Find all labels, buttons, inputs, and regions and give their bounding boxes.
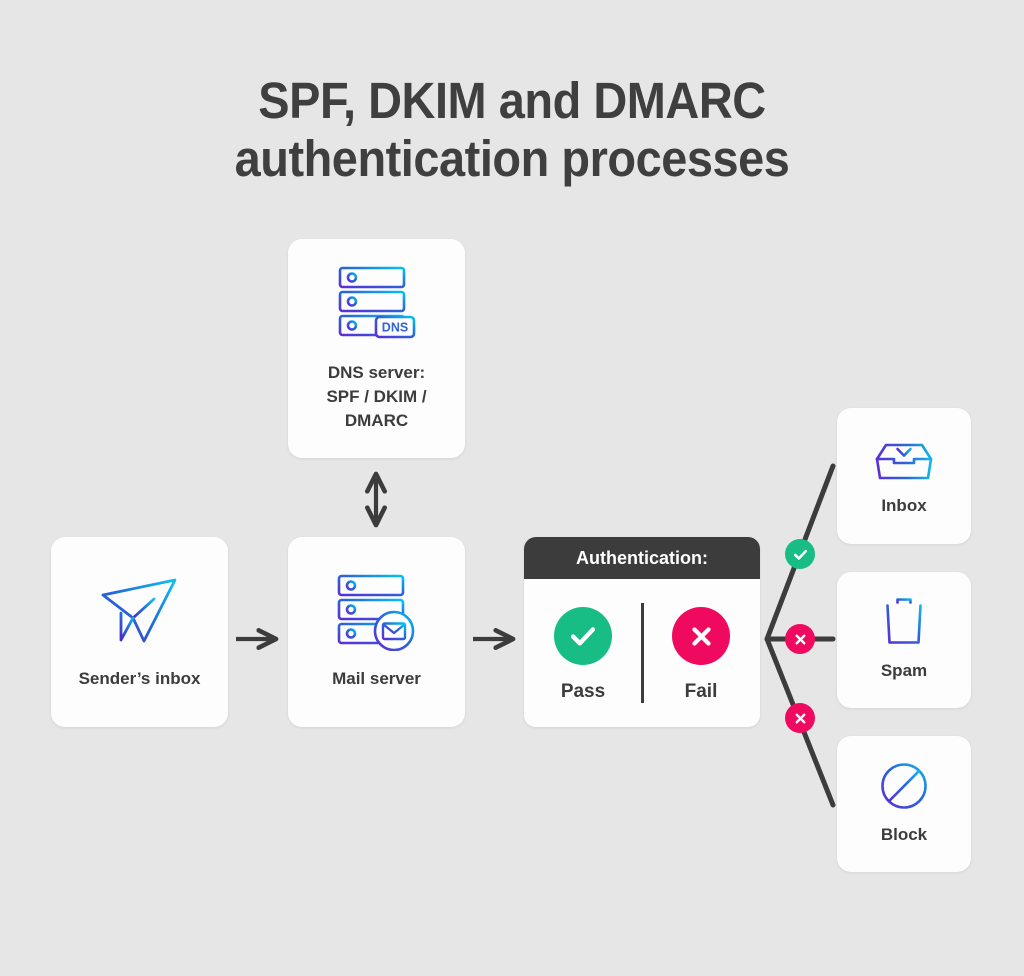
paper-plane-icon-wrap: [99, 573, 181, 649]
mail-server-icon-wrap: [334, 573, 420, 651]
envelope-badge: [373, 610, 414, 651]
block-circle-slash-icon-wrap: [879, 761, 929, 811]
node-label-dns-server: DNS server: SPF / DKIM / DMARC: [326, 362, 427, 430]
node-card-dns-server[interactable]: DNS DNS server: SPF / DKIM / DMARC: [288, 239, 465, 458]
authentication-panel-body: Pass Fail: [524, 579, 760, 727]
inbox-tray-icon: [875, 434, 933, 480]
mail-server-icon: [337, 574, 414, 651]
cross-icon: [795, 634, 805, 644]
branch-badge-block-fail: [785, 703, 815, 733]
node-card-inbox[interactable]: Inbox: [837, 408, 971, 544]
auth-result-fail[interactable]: Fail: [642, 579, 760, 727]
page-title: SPF, DKIM and DMARC authentication proce…: [234, 72, 790, 187]
fail-label: Fail: [684, 681, 718, 702]
branch-badge-inbox-pass: [785, 539, 815, 569]
paper-plane-icon: [101, 578, 176, 643]
branch-badge-spam-fail: [785, 624, 815, 654]
node-label-inbox: Inbox: [881, 496, 927, 515]
node-label-senders-inbox: Sender’s inbox: [78, 669, 201, 688]
check-icon: [793, 549, 807, 560]
dns-badge: DNS: [374, 315, 415, 338]
node-card-block[interactable]: Block: [837, 736, 971, 872]
cross-icon: [691, 626, 711, 646]
inbox-tray-icon-wrap: [873, 434, 935, 482]
cross-icon: [795, 713, 805, 723]
node-label-block: Block: [880, 825, 928, 844]
trash-can-icon-wrap: [879, 597, 929, 647]
dns-server-icon: DNS: [338, 266, 415, 338]
node-card-spam[interactable]: Spam: [837, 572, 971, 708]
pass-badge: [554, 607, 612, 665]
pass-label: Pass: [560, 681, 606, 702]
authentication-panel-title: Authentication:: [576, 547, 708, 568]
block-circle-slash-icon: [881, 763, 927, 809]
auth-result-pass[interactable]: Pass: [524, 579, 642, 727]
trash-can-icon: [881, 598, 927, 644]
node-card-mail-server[interactable]: Mail server: [288, 537, 465, 727]
svg-text:DNS: DNS: [381, 320, 407, 334]
fail-badge: [672, 607, 730, 665]
authentication-divider: [641, 603, 644, 703]
check-icon: [570, 627, 596, 646]
node-card-senders-inbox[interactable]: Sender’s inbox: [51, 537, 228, 727]
node-label-spam: Spam: [880, 661, 928, 680]
authentication-panel-header: Authentication:: [524, 537, 760, 579]
dns-server-icon-wrap: DNS: [334, 265, 420, 345]
node-label-mail-server: Mail server: [332, 669, 421, 688]
authentication-panel[interactable]: Authentication: Pass Fail: [524, 537, 760, 727]
